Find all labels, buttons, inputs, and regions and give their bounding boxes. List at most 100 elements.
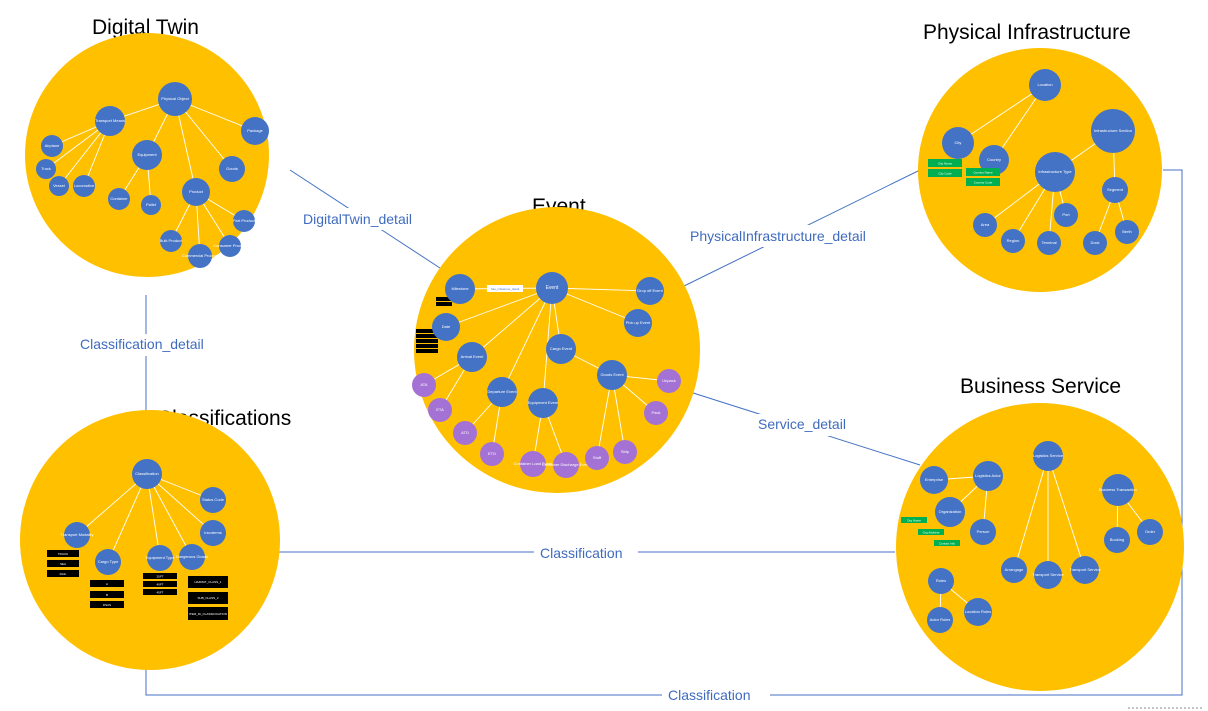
node-vessel[interactable]	[49, 176, 69, 196]
node-order[interactable]	[1137, 519, 1163, 545]
node-unpack[interactable]	[657, 369, 681, 393]
svg-text:Pallet: Pallet	[146, 202, 157, 207]
node-transport-service-2[interactable]	[1071, 556, 1099, 584]
svg-text:Location: Location	[1037, 82, 1052, 87]
node-event[interactable]	[536, 272, 568, 304]
node-locomotive[interactable]	[73, 175, 95, 197]
node-departure-event[interactable]	[487, 377, 517, 407]
node-booking[interactable]	[1104, 527, 1130, 553]
node-drop-off-event[interactable]	[636, 277, 664, 305]
node-physical-object[interactable]	[158, 82, 192, 116]
node-equipment[interactable]	[132, 140, 162, 170]
node-container-discharge-event[interactable]	[553, 452, 579, 478]
node-ata[interactable]	[412, 373, 436, 397]
node-enterprise[interactable]	[920, 466, 948, 494]
node-location-roles[interactable]	[964, 598, 992, 626]
node-pack[interactable]	[644, 401, 668, 425]
node-infrastructure-type[interactable]	[1035, 152, 1075, 192]
node-container-load-event[interactable]	[520, 451, 546, 477]
node-person[interactable]	[970, 519, 996, 545]
node-cargo-type[interactable]	[95, 549, 121, 575]
node-atd[interactable]	[453, 421, 477, 445]
node-milestone[interactable]	[445, 274, 475, 304]
node-area[interactable]	[973, 213, 997, 237]
svg-text:Enterprise: Enterprise	[925, 477, 944, 482]
node-goods-event[interactable]	[597, 360, 627, 390]
node-city[interactable]	[942, 127, 974, 159]
node-location[interactable]	[1029, 69, 1061, 101]
node-status-code[interactable]	[200, 487, 226, 513]
node-dock[interactable]	[1083, 231, 1107, 255]
node-airplane[interactable]	[41, 135, 63, 157]
node-classification[interactable]	[132, 459, 162, 489]
node-goods[interactable]	[219, 156, 245, 182]
link-label-physical-detail: PhysicalInfrastructure_detail	[690, 228, 866, 244]
node-organization[interactable]	[935, 497, 965, 527]
node-logistics-service[interactable]	[1033, 441, 1063, 471]
svg-text:40FT: 40FT	[156, 583, 163, 587]
node-cargo-event[interactable]	[546, 334, 576, 364]
svg-text:Strip: Strip	[621, 449, 630, 454]
node-pallet[interactable]	[141, 195, 161, 215]
cluster-title-physical-infrastructure: Physical Infrastructure	[923, 21, 1131, 44]
node-logistics-actor[interactable]	[973, 461, 1003, 491]
node-strip[interactable]	[613, 440, 637, 464]
node-package[interactable]	[241, 117, 269, 145]
node-etd[interactable]	[480, 442, 504, 466]
node-transport-service-1[interactable]	[1034, 561, 1062, 589]
node-transport-means[interactable]	[95, 106, 125, 136]
node-commercial-product[interactable]	[188, 244, 212, 268]
svg-text:Commercial Product: Commercial Product	[182, 253, 219, 258]
svg-text:RAIL: RAIL	[60, 572, 67, 576]
tag-a	[90, 580, 124, 587]
svg-text:Country Code: Country Code	[974, 181, 993, 185]
node-arrangage[interactable]	[1001, 557, 1027, 583]
svg-text:Equipment: Equipment	[137, 152, 157, 157]
node-incoterms[interactable]	[200, 520, 226, 546]
node-bulk-product[interactable]	[160, 230, 182, 252]
node-container[interactable]	[108, 188, 130, 210]
svg-text:Drop off Event: Drop off Event	[637, 288, 663, 293]
node-business-transaction[interactable]	[1102, 474, 1134, 506]
node-transport-modality[interactable]	[64, 522, 90, 548]
node-equipment-event[interactable]	[528, 388, 558, 418]
node-berth[interactable]	[1115, 220, 1139, 244]
cluster-title-digital-twin: Digital Twin	[92, 16, 199, 39]
node-truck[interactable]	[36, 159, 56, 179]
tag-45ft	[143, 589, 177, 595]
node-stuff[interactable]	[585, 446, 609, 470]
node-eta[interactable]	[428, 398, 452, 422]
node-equipment-type[interactable]	[147, 545, 173, 571]
node-product[interactable]	[182, 178, 210, 206]
svg-text:ATD: ATD	[461, 430, 469, 435]
event-nodes: Event Milestone Drop off Event Date Pick…	[412, 272, 681, 478]
node-roles[interactable]	[928, 568, 954, 594]
node-region[interactable]	[1001, 229, 1025, 253]
svg-text:Container Discharge Event: Container Discharge Event	[542, 462, 591, 467]
svg-text:Berth: Berth	[1122, 229, 1132, 234]
tag-hazmat	[188, 576, 228, 588]
svg-text:Package: Package	[247, 128, 263, 133]
node-dangerous-goods[interactable]	[179, 544, 205, 570]
tag-city-name	[928, 159, 962, 167]
node-consumer-product[interactable]	[219, 235, 241, 257]
node-pick-up-event[interactable]	[624, 309, 652, 337]
node-actor-roles[interactable]	[927, 607, 953, 633]
svg-text:Dock: Dock	[1090, 240, 1099, 245]
svg-text:Actor Roles: Actor Roles	[930, 617, 951, 622]
node-port[interactable]	[1054, 203, 1078, 227]
node-country[interactable]	[979, 145, 1009, 175]
node-part-product[interactable]	[233, 210, 255, 232]
svg-text:Physical Object: Physical Object	[161, 96, 189, 101]
node-infrastructure-section[interactable]	[1091, 109, 1135, 153]
node-date[interactable]	[432, 313, 460, 341]
svg-text:Dangerous Goods: Dangerous Goods	[176, 554, 208, 559]
svg-text:Product: Product	[189, 189, 204, 194]
node-arrival-event[interactable]	[457, 342, 487, 372]
node-segment[interactable]	[1102, 177, 1128, 203]
tag-country-name	[966, 168, 1000, 176]
node-terminal[interactable]	[1037, 231, 1061, 255]
svg-text:45FT: 45FT	[156, 591, 163, 595]
svg-text:Transport Modality: Transport Modality	[61, 532, 94, 537]
tag-b	[90, 591, 124, 598]
